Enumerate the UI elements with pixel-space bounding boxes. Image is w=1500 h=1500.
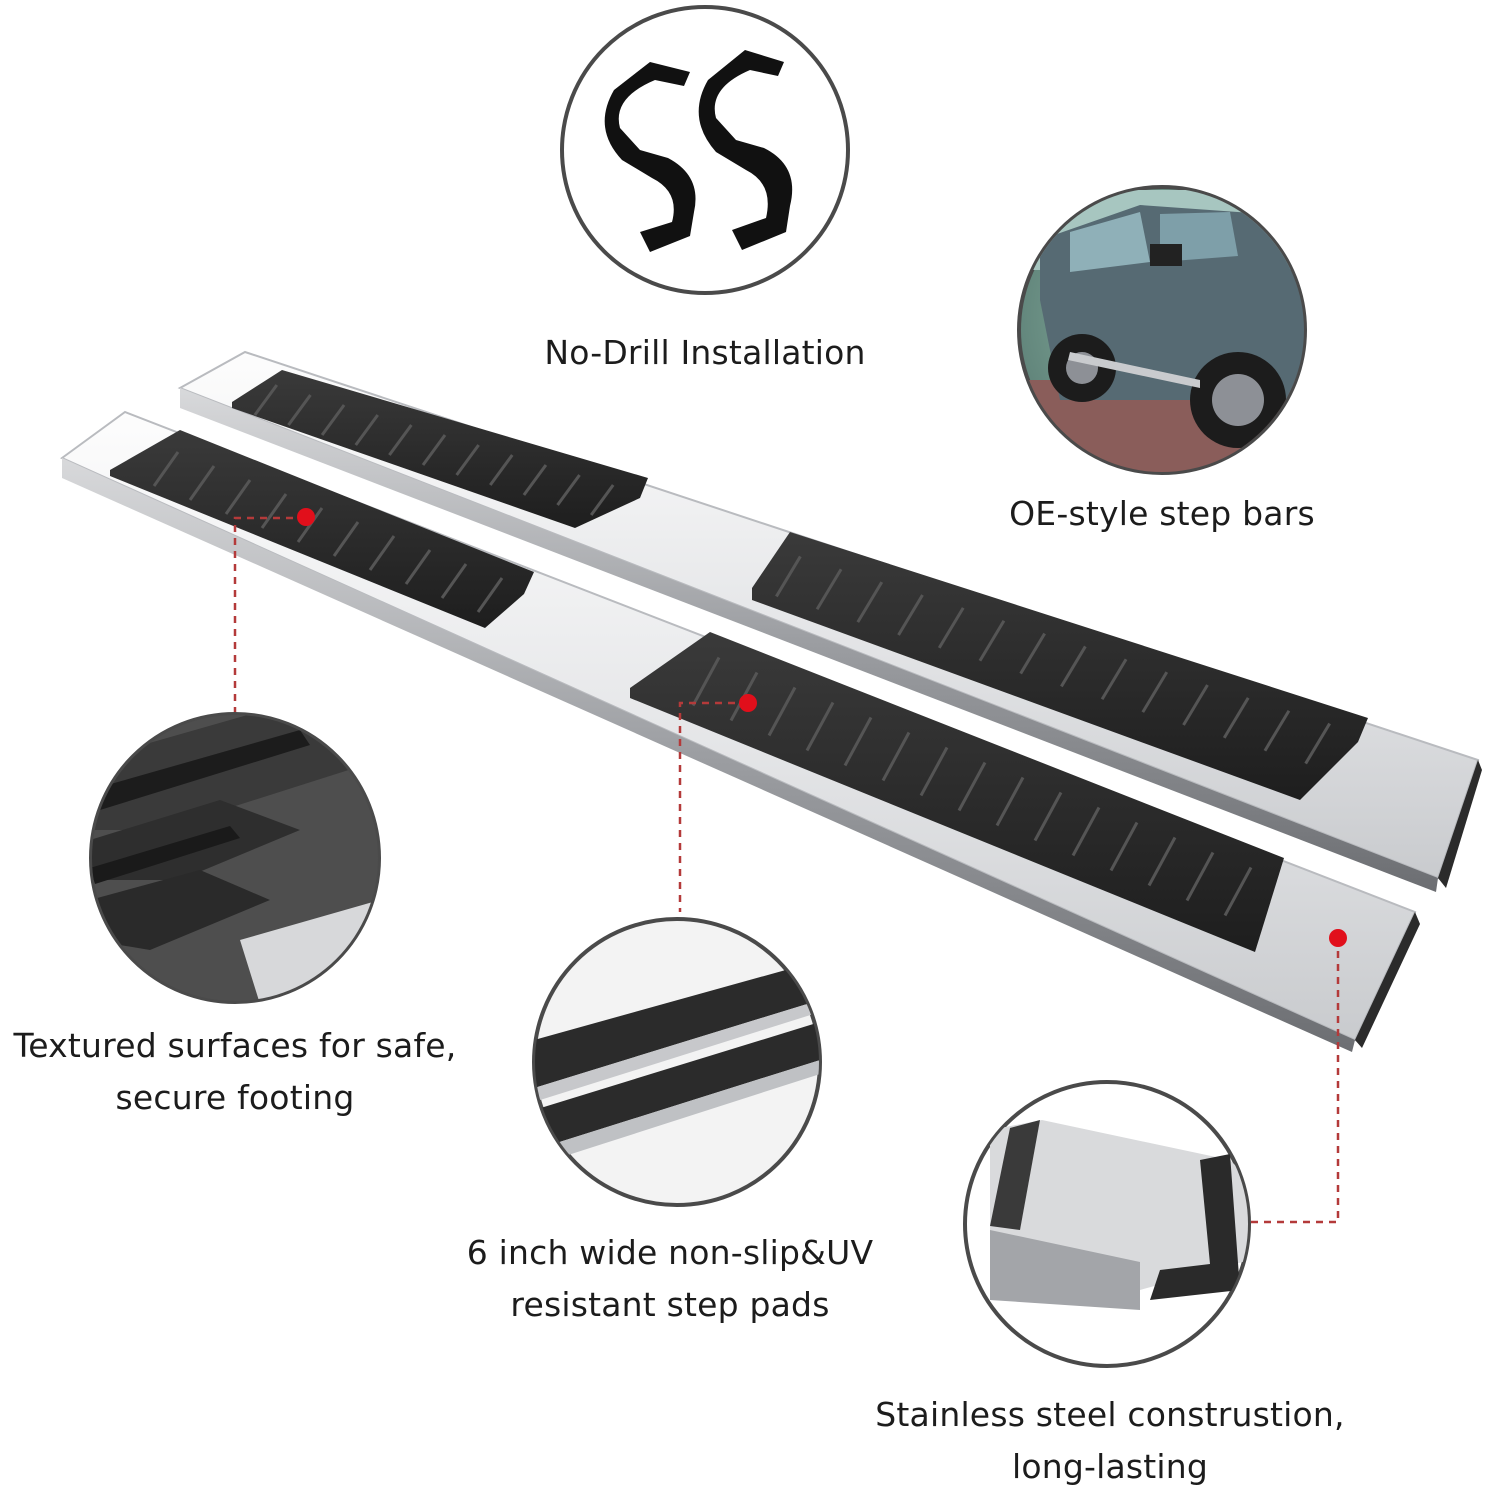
pad-rib bbox=[978, 619, 1006, 662]
pad-rib bbox=[253, 384, 279, 416]
end-cap-closeup bbox=[963, 1080, 1251, 1368]
pad-rib bbox=[476, 577, 504, 613]
marker-dot bbox=[1329, 929, 1347, 947]
pad-rib bbox=[224, 479, 252, 515]
caption-line: Textured surfaces for safe, bbox=[13, 1026, 457, 1065]
pad-rib bbox=[1141, 671, 1169, 713]
caption-line: No-Drill Installation bbox=[544, 333, 866, 372]
pad-rib bbox=[1222, 697, 1250, 739]
pad-rib bbox=[556, 474, 581, 506]
pad-rib bbox=[937, 607, 965, 649]
caption-oe-style: OE-style step bars bbox=[962, 488, 1362, 540]
pad-rib bbox=[287, 394, 312, 426]
texture-closeup bbox=[89, 712, 381, 1004]
pad-rib bbox=[1182, 684, 1209, 726]
pad-rib bbox=[691, 656, 721, 707]
caption-line: Stainless steel construstion, bbox=[875, 1395, 1345, 1434]
pad-rib bbox=[522, 464, 548, 496]
marker-dot bbox=[739, 694, 757, 712]
pad-rib bbox=[815, 568, 843, 611]
caption-no-drill: No-Drill Installation bbox=[505, 327, 905, 379]
step-pad-closeup bbox=[532, 917, 822, 1207]
pad-rib bbox=[1185, 851, 1215, 902]
pad-rib bbox=[957, 761, 987, 812]
pad-rib bbox=[1019, 632, 1046, 675]
pad-rib bbox=[404, 549, 432, 585]
pad-rib bbox=[455, 444, 480, 476]
caption-textured: Textured surfaces for safe, secure footi… bbox=[0, 1020, 470, 1124]
pad-rib bbox=[843, 716, 873, 767]
pad-rib bbox=[767, 686, 797, 737]
pad-rib bbox=[919, 746, 949, 797]
pad-rib bbox=[368, 535, 396, 571]
pad-rib bbox=[589, 484, 615, 516]
pad-rib bbox=[995, 776, 1025, 827]
pad-rib bbox=[1100, 658, 1128, 701]
pad-rib bbox=[1109, 821, 1139, 872]
pad-rib bbox=[388, 424, 413, 456]
caption-line: long-lasting bbox=[1011, 1447, 1209, 1486]
marker-dot bbox=[297, 508, 315, 526]
pad-rib bbox=[421, 434, 447, 466]
pad-rib bbox=[1223, 866, 1253, 917]
caption-step-pads: 6 inch wide non-slip&UV resistant step p… bbox=[440, 1227, 900, 1331]
pad-rib bbox=[1147, 836, 1177, 887]
caption-line: OE-style step bars bbox=[1009, 494, 1315, 533]
pad-rib bbox=[1263, 709, 1291, 752]
pad-rib bbox=[260, 493, 288, 529]
pad-rib bbox=[1060, 645, 1087, 688]
pad-rib bbox=[856, 581, 884, 623]
pad-rib bbox=[775, 555, 802, 598]
pad-rib bbox=[1071, 806, 1101, 857]
pad-rib bbox=[188, 465, 216, 501]
pad-rib bbox=[897, 594, 924, 636]
pad-rib bbox=[354, 414, 379, 446]
pad-rib bbox=[881, 731, 911, 782]
pad-rib bbox=[1304, 722, 1331, 765]
caption-stainless: Stainless steel construstion, long-lasti… bbox=[860, 1389, 1360, 1493]
brackets-closeup bbox=[560, 5, 850, 295]
pad-rib bbox=[805, 701, 835, 752]
pad-rib bbox=[152, 451, 180, 487]
pad-rib bbox=[1033, 791, 1063, 842]
pad-rib bbox=[440, 563, 468, 599]
front-running-board bbox=[60, 410, 1420, 1052]
pad-rib bbox=[332, 521, 360, 557]
pad-rib bbox=[320, 404, 346, 436]
pad-rib bbox=[489, 454, 514, 486]
truck-photo bbox=[1017, 185, 1307, 475]
rear-running-board bbox=[177, 350, 1482, 892]
caption-line: secure footing bbox=[115, 1078, 355, 1117]
callout-lines bbox=[233, 516, 1340, 1224]
mounting-bracket-icon bbox=[604, 50, 793, 252]
caption-line: 6 inch wide non-slip&UV bbox=[466, 1233, 874, 1272]
caption-line: resistant step pads bbox=[510, 1285, 830, 1324]
